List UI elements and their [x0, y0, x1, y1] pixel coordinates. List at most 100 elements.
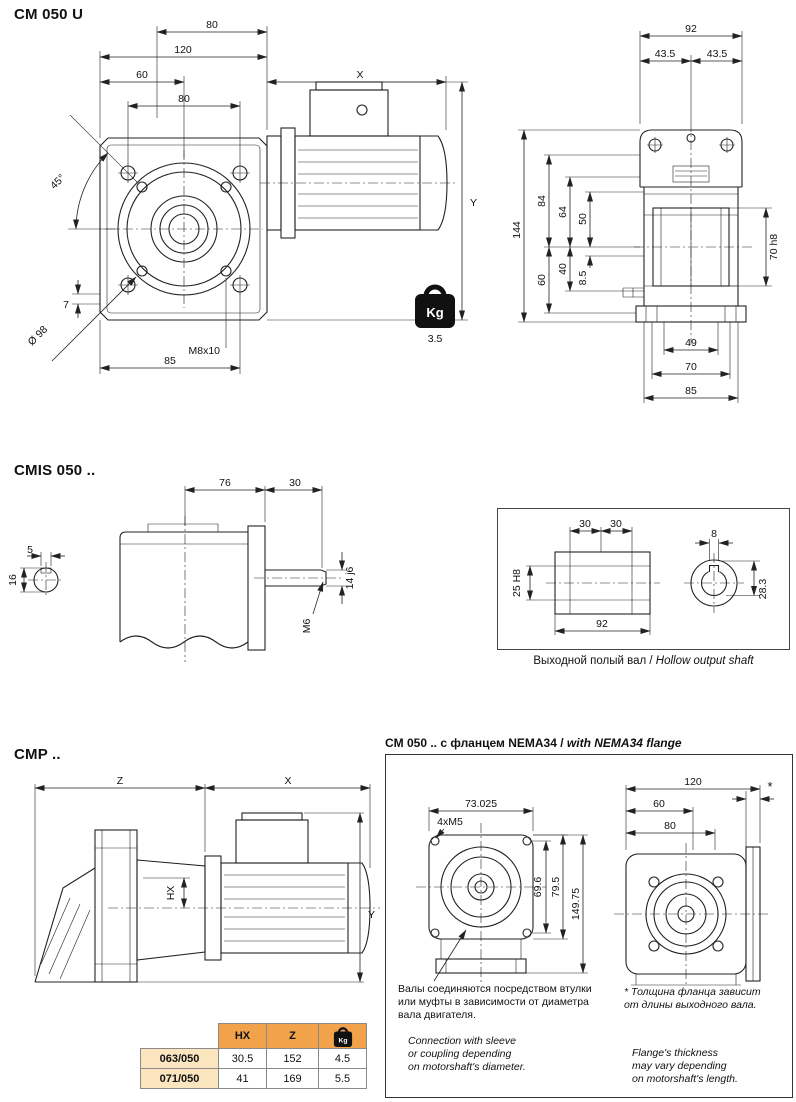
- caption-ru: Выходной полый вал /: [533, 655, 653, 667]
- dim-30-left: 30: [579, 518, 591, 530]
- note-connection-ru: Валы соединяются посредством втулки или …: [398, 983, 592, 1021]
- dim-5: 5: [27, 544, 33, 556]
- drawing-cm050u-front: 80 120 60 80 X Y 45° 7 Ø 98: [26, 19, 477, 374]
- dim-25h8: 25 H8: [511, 569, 523, 597]
- hx-value: 30.5: [218, 1048, 267, 1069]
- dim-14j6: 14 j6: [344, 566, 356, 589]
- section-title-cmis: CMIS 050 ..: [14, 462, 96, 479]
- dim-16: 16: [7, 574, 19, 586]
- flange-bolt-holes: [136, 181, 232, 277]
- nema-flange-front-view: [416, 823, 546, 985]
- nema-right-dimensions: 120 * 60 80: [625, 776, 774, 850]
- dim-m8x10: M8x10: [188, 345, 220, 357]
- dim-149-75: 149.75: [570, 888, 582, 920]
- dim-85-bottom: 85: [685, 385, 697, 397]
- cmis-dimensions: 76 30 14 j6 M6 5 16: [7, 477, 356, 633]
- nema-title-en: with NEMA34 flange: [566, 736, 682, 750]
- drawing-cmis: 76 30 14 j6 M6 5 16: [7, 477, 356, 662]
- hollow-shaft-end-view: [684, 553, 744, 613]
- dim-120: 120: [174, 44, 192, 56]
- table-row: 071/050 41 169 5.5: [140, 1068, 367, 1089]
- dim-30: 30: [289, 477, 301, 489]
- dim-73-025: 73.025: [465, 798, 497, 810]
- note-connection-en: Connection with sleeve or coupling depen…: [408, 1035, 526, 1073]
- z-value: 152: [266, 1048, 319, 1069]
- dim-43-5-right: 43.5: [707, 48, 728, 60]
- cmis-gearbox-side-view: [119, 516, 342, 662]
- dim-43-5-left: 43.5: [655, 48, 676, 60]
- dim-y-cmp: Y: [368, 909, 375, 921]
- model-cell: 063/050: [140, 1048, 219, 1069]
- dim-70h8: 70 h8: [768, 234, 780, 260]
- note-flange-en: Flange's thickness may vary depending on…: [632, 1047, 738, 1085]
- drawing-cm050u-rear: 92 43.5 43.5 144 84 64 50 60 40: [511, 23, 780, 403]
- dim-60-lower: 60: [536, 274, 548, 286]
- dim-120: 120: [684, 776, 702, 788]
- drawing-cmp: Z X HX Y: [34, 775, 380, 983]
- dim-50: 50: [577, 213, 589, 225]
- kg-icon: Kg: [333, 1026, 352, 1047]
- hx-value: 41: [218, 1068, 267, 1089]
- weight-icon: Kg 3.5: [415, 284, 455, 345]
- table-corner-cell: [141, 1024, 219, 1049]
- dim-40: 40: [557, 263, 569, 275]
- motor-side-view: [260, 81, 458, 239]
- dim-8-5: 8.5: [577, 271, 589, 286]
- nema-title-ru: CM 050 .. с фланцем NEMA34 /: [385, 736, 564, 750]
- kg-icon-label: Kg: [426, 305, 443, 320]
- kg-value: 5.5: [318, 1068, 367, 1089]
- dim-144: 144: [511, 221, 523, 239]
- dim-84: 84: [536, 195, 548, 207]
- hollow-shaft-caption: Выходной полый вал / Hollow output shaft: [497, 655, 790, 667]
- rear-dimensions: 92 43.5 43.5 144 84 64 50 60 40: [511, 23, 780, 403]
- gearbox-rear-view: [622, 122, 752, 344]
- dim-79-5: 79.5: [550, 877, 562, 898]
- dim-7: 7: [63, 299, 69, 311]
- dim-49: 49: [685, 337, 697, 349]
- dim-dia98: Ø 98: [26, 323, 51, 348]
- dim-60: 60: [136, 69, 148, 81]
- dim-69-6: 69.6: [532, 877, 544, 898]
- input-shaft-key-detail: [28, 562, 64, 598]
- hollow-shaft-box: 30 30 25 H8 92 8 28.3: [497, 508, 790, 650]
- dim-80-nema: 80: [664, 820, 676, 832]
- dim-45deg: 45°: [48, 172, 68, 192]
- dim-m6: M6: [301, 619, 313, 634]
- col-header-hx: HX: [218, 1023, 267, 1049]
- section-title-cm050u: CM 050 U: [14, 6, 84, 23]
- dim-x-cmp: X: [284, 775, 291, 787]
- kg-value: 4.5: [318, 1048, 367, 1069]
- nema-gearbox-rear-view: [614, 843, 770, 987]
- front-dimensions: 80 120 60 80 X Y 45° 7 Ø 98: [26, 19, 477, 374]
- drawing-nema: 73.025 4xM5 69.6 79.5 149.75: [416, 776, 774, 987]
- col-header-z: Z: [266, 1023, 319, 1049]
- gearbox-front-view: [99, 137, 268, 321]
- dim-x: X: [356, 69, 363, 81]
- kg-icon-label-table: Kg: [338, 1037, 347, 1044]
- dim-50-upper-64: 64: [557, 206, 569, 218]
- dim-y: Y: [470, 197, 477, 209]
- col-header-kg: Kg: [318, 1023, 367, 1049]
- nema-left-dimensions: 73.025 4xM5 69.6 79.5 149.75: [428, 798, 588, 982]
- drawing-hollow-shaft: 30 30 25 H8 92 8 28.3: [511, 518, 769, 635]
- dim-8: 8: [711, 528, 717, 540]
- dim-hx: HX: [165, 886, 177, 901]
- dim-28-3: 28.3: [757, 579, 769, 600]
- z-value: 169: [266, 1068, 319, 1089]
- weight-value: 3.5: [428, 333, 443, 345]
- dim-92-shaft: 92: [596, 618, 608, 630]
- dim-60-nema: 60: [653, 798, 665, 810]
- caption-en: Hollow output shaft: [655, 655, 754, 667]
- nema-box-title: CM 050 .. с фланцем NEMA34 / with NEMA34…: [385, 736, 682, 750]
- dimension-table: HX Z Kg 063/050 30.5 152 4.5 071/050 41 …: [140, 1023, 367, 1089]
- dim-85: 85: [164, 355, 176, 367]
- cmp-dimensions: Z X HX Y: [34, 775, 375, 983]
- cmp-assembly: [34, 812, 380, 983]
- nema-box: 73.025 4xM5 69.6 79.5 149.75: [385, 754, 793, 1098]
- section-title-cmp: CMP ..: [14, 746, 61, 763]
- dim-30-right: 30: [610, 518, 622, 530]
- hollow-shaft-section: [546, 551, 660, 615]
- dim-80-top: 80: [206, 19, 218, 31]
- dim-80-holes: 80: [178, 93, 190, 105]
